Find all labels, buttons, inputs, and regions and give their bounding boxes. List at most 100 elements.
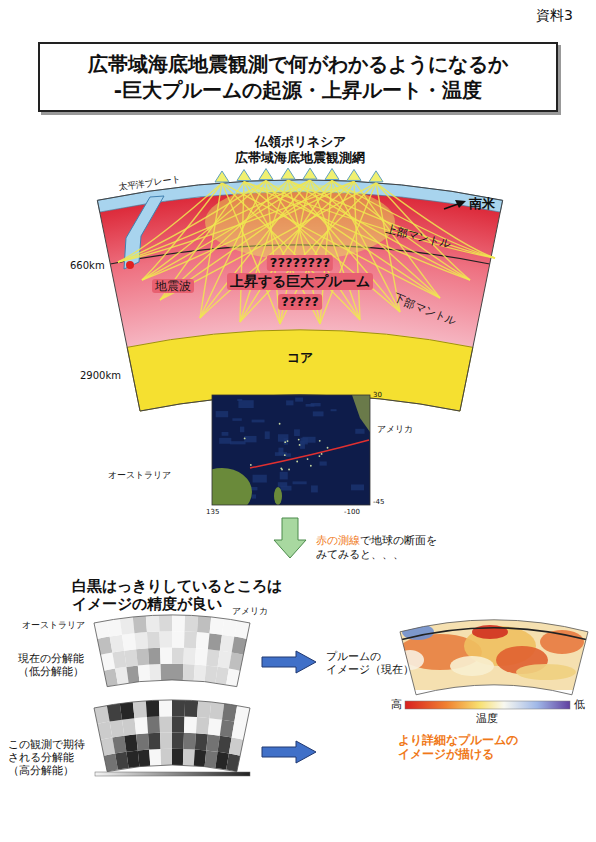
resolution-cell — [196, 632, 210, 649]
resolution-cell — [183, 749, 195, 766]
resolution-cell — [183, 664, 195, 681]
resolution-cell — [133, 616, 147, 633]
resolution-cell — [126, 750, 139, 767]
island — [310, 465, 312, 467]
seafloor — [320, 461, 327, 465]
resolution-cell — [136, 648, 149, 665]
island — [284, 441, 286, 443]
label-text: 地震波 — [152, 279, 194, 293]
seafloor — [240, 427, 244, 433]
label-text: 温度 — [476, 712, 498, 725]
resolution-cell — [232, 637, 247, 655]
resolution-cell — [183, 648, 196, 665]
resolution-cell — [208, 718, 222, 736]
seafloor — [244, 436, 256, 442]
direction-arrow — [444, 204, 458, 209]
resolution-cell — [206, 649, 220, 667]
seismic-rays — [118, 180, 495, 324]
resolution-cell — [149, 664, 161, 681]
island — [250, 464, 252, 466]
resolution-cell — [172, 648, 184, 664]
caption-group: 赤の測線で地球の断面をみてみると、、、 — [316, 534, 440, 561]
scale-bar — [95, 772, 250, 776]
survey-line — [250, 440, 369, 468]
label-text: 太平洋プレート — [118, 174, 182, 193]
seafloor — [252, 420, 265, 423]
seafloor — [237, 399, 242, 401]
caption-text: 赤の測線 — [316, 534, 360, 546]
seismic-ray — [142, 181, 354, 280]
resolution-cell — [110, 720, 125, 738]
resolution-cell — [134, 717, 148, 734]
resolution-cell — [172, 615, 185, 631]
resolution-cell — [226, 754, 240, 772]
resolution-cell — [210, 702, 225, 720]
resolution-cell — [210, 617, 225, 635]
right-arrow — [262, 741, 316, 763]
resolution-cell — [229, 653, 244, 671]
label-text: 低 — [574, 698, 585, 711]
boundary-line — [402, 628, 586, 640]
resolution-cell — [160, 733, 172, 749]
station-triangle — [325, 169, 339, 180]
seismic-ray — [200, 181, 354, 318]
station-triangle — [215, 171, 229, 182]
label-text: より詳細なプルームの イメージが描ける — [398, 733, 576, 762]
title-text: -巨大プルームの起源・上昇ルート・温度 — [47, 77, 549, 103]
land — [212, 468, 252, 505]
resolution-cell — [159, 700, 172, 716]
resolution-cell — [159, 615, 172, 631]
resolution-cell — [112, 736, 126, 754]
seismic-ray — [240, 183, 376, 322]
seafloor — [222, 432, 229, 436]
label-text: 仏領ポリネシア — [255, 134, 346, 150]
earth-section — [97, 180, 502, 411]
resolution-cell — [133, 701, 147, 718]
resolution-cell — [172, 700, 185, 716]
plume-ground — [390, 610, 596, 690]
seafloor — [230, 441, 245, 444]
title-box: 広帯域海底地震観測で何がわかるようになるか-巨大プルームの起源・上昇ルート・温度 — [38, 42, 558, 112]
label-text: ????? — [278, 294, 322, 310]
island — [299, 444, 301, 446]
resolution-cell — [107, 704, 122, 722]
seafloor — [293, 481, 307, 484]
resolution-cell — [146, 700, 160, 717]
label-text: ???????? — [267, 255, 333, 271]
resolution-cell — [194, 750, 206, 767]
label-text: 下部マントル — [392, 291, 458, 328]
fan-outline — [94, 615, 250, 687]
color-scale — [405, 701, 570, 709]
island — [307, 458, 309, 460]
seafloor — [313, 411, 324, 416]
core — [127, 330, 473, 411]
temperature-blob — [516, 664, 576, 680]
resolution-cell — [126, 665, 139, 682]
resolution-cell — [107, 619, 122, 637]
station-triangle — [259, 169, 273, 180]
resolution-cell — [115, 752, 129, 770]
resolution-cell — [232, 722, 247, 740]
seafloor — [300, 441, 305, 449]
station-triangle — [281, 168, 295, 179]
seafloor — [355, 429, 364, 434]
seafloor — [219, 438, 231, 444]
label-text: この観測で期待される分解能 （高分解能） — [8, 738, 90, 778]
resolution-cell — [172, 716, 185, 732]
plume-image — [390, 610, 596, 690]
island — [327, 447, 329, 449]
seafloor — [238, 400, 253, 408]
island — [281, 469, 283, 471]
island — [244, 438, 246, 440]
land — [274, 487, 282, 505]
seafloor — [278, 434, 288, 441]
resolution-cell — [172, 664, 183, 680]
resolution-cell — [194, 665, 206, 682]
resolution-cell — [161, 749, 172, 765]
island — [296, 461, 298, 463]
resolution-cell — [226, 669, 240, 687]
land — [352, 395, 370, 432]
resolution-cell — [110, 635, 125, 653]
resolution-cell — [120, 702, 135, 720]
